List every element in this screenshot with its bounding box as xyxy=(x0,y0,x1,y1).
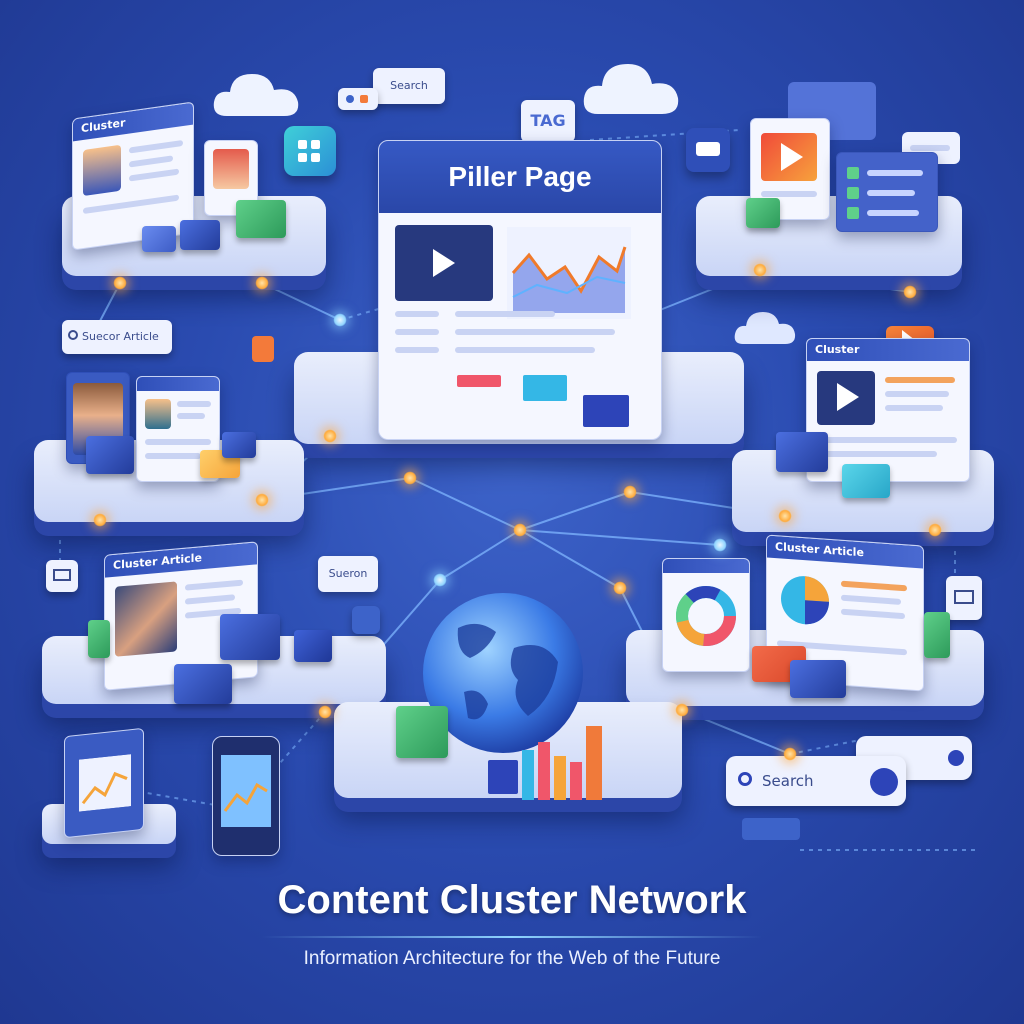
search-icon xyxy=(738,772,752,786)
network-node xyxy=(333,313,347,327)
cube xyxy=(842,464,890,498)
network-node xyxy=(255,276,269,290)
bar-chart-bar xyxy=(554,756,566,800)
search-pill-mid[interactable]: Sueron xyxy=(318,556,378,592)
network-node xyxy=(513,523,527,537)
search-field-text: Search xyxy=(762,772,814,790)
mail-icon xyxy=(946,576,982,620)
cube xyxy=(174,664,232,704)
location-pin-icon xyxy=(252,336,274,362)
bar-chart-bar xyxy=(586,726,602,800)
pillar-page-card[interactable]: Piller Page xyxy=(378,140,662,440)
network-node xyxy=(433,573,447,587)
checklist-card[interactable] xyxy=(836,152,938,232)
cube xyxy=(790,660,846,698)
title-divider xyxy=(262,936,762,938)
area-chart xyxy=(507,227,631,319)
pie-chart xyxy=(781,576,829,625)
bar-chart-bar xyxy=(488,760,518,794)
search-icon xyxy=(68,330,78,340)
video-card[interactable] xyxy=(750,118,830,220)
bar-chart-bar xyxy=(538,742,550,800)
donut-chart-card[interactable] xyxy=(662,558,750,672)
checkbox-icon xyxy=(847,167,859,179)
tablet-card[interactable] xyxy=(64,727,144,839)
network-node xyxy=(753,263,767,277)
tag-label: TAG xyxy=(521,100,575,142)
location-pin-icon xyxy=(870,768,898,796)
cube xyxy=(924,612,950,658)
profile-card xyxy=(204,140,258,216)
bar-chart-bar xyxy=(522,750,534,800)
article-search-pill[interactable]: Suecor Article xyxy=(62,320,172,354)
network-node xyxy=(113,276,127,290)
send-icon xyxy=(294,630,332,662)
network-node xyxy=(613,581,627,595)
cube xyxy=(236,200,286,238)
card-title: Cluster xyxy=(807,339,969,361)
pillar-page-title: Piller Page xyxy=(379,141,661,213)
avatar xyxy=(213,149,249,189)
network-node xyxy=(255,493,269,507)
grid-app-icon xyxy=(284,126,336,176)
network-node xyxy=(323,429,337,443)
cluster-card-low-right[interactable]: Cluster Article xyxy=(766,534,924,692)
phone-device[interactable] xyxy=(212,736,280,856)
network-node xyxy=(623,485,637,499)
avatar xyxy=(83,144,121,197)
network-node xyxy=(783,747,797,761)
line-chart xyxy=(79,754,131,812)
network-node xyxy=(778,509,792,523)
network-node xyxy=(675,703,689,717)
search-tag[interactable]: Search xyxy=(373,68,445,104)
cube xyxy=(180,220,220,250)
network-node xyxy=(713,538,727,552)
tag-chip xyxy=(338,88,378,110)
video-player[interactable] xyxy=(817,371,875,425)
avatar xyxy=(145,399,171,429)
cube xyxy=(86,436,134,474)
network-node xyxy=(403,471,417,485)
bar-chart-bar xyxy=(570,762,582,800)
cta-block[interactable] xyxy=(583,395,629,427)
chat-icon xyxy=(686,128,730,172)
tag-chip xyxy=(742,818,800,840)
cloud-icon xyxy=(583,64,679,114)
checkbox-icon xyxy=(847,207,859,219)
search-tag-label: Search xyxy=(390,79,428,92)
cube xyxy=(88,620,110,658)
search-field[interactable]: Search xyxy=(726,756,906,806)
cta-block[interactable] xyxy=(523,375,567,401)
diagram-subtitle: Information Architecture for the Web of … xyxy=(303,948,721,969)
cube xyxy=(776,432,828,472)
cube xyxy=(142,226,176,252)
video-thumbnail xyxy=(761,133,817,181)
send-icon xyxy=(352,606,380,634)
network-node xyxy=(928,523,942,537)
globe-icon xyxy=(423,593,583,753)
network-node xyxy=(93,513,107,527)
cloud-icon xyxy=(213,74,299,116)
network-node xyxy=(318,705,332,719)
cloud-icon xyxy=(734,312,796,344)
search-pill-label: Sueron xyxy=(328,567,368,580)
donut-chart xyxy=(676,586,736,646)
avatar xyxy=(115,581,177,657)
cube xyxy=(396,706,448,758)
mail-icon xyxy=(46,560,78,592)
cube xyxy=(222,432,256,458)
checkbox-icon xyxy=(847,187,859,199)
diagram-title: Content Cluster Network xyxy=(277,878,747,922)
article-search-label: Suecor Article xyxy=(82,330,159,343)
cube xyxy=(746,198,780,228)
cube xyxy=(220,614,280,660)
video-player[interactable] xyxy=(395,225,493,301)
tag-text: TAG xyxy=(530,111,566,130)
cta-block[interactable] xyxy=(457,375,501,387)
network-node xyxy=(903,285,917,299)
cluster-card-mid-right[interactable]: Cluster xyxy=(806,338,970,482)
line-chart xyxy=(221,755,271,827)
